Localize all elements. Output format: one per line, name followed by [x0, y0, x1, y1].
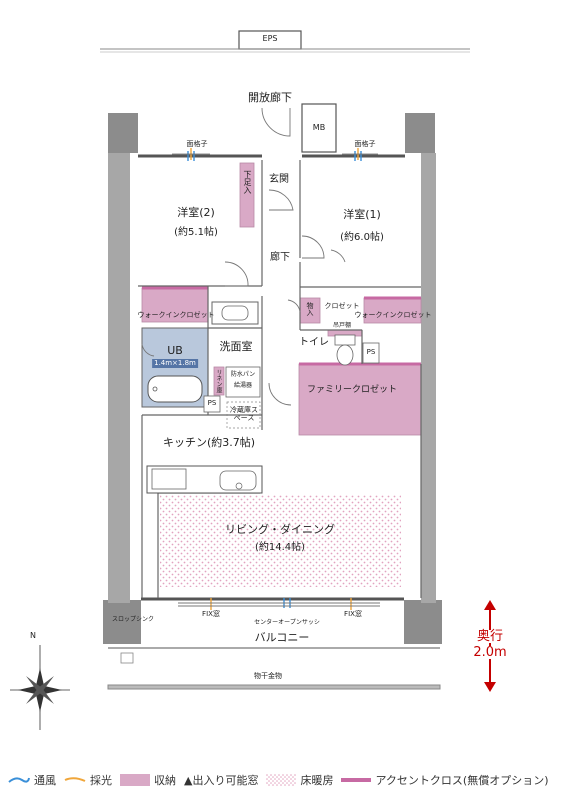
linen-label: リネン庫 [215, 369, 222, 393]
slop-sink [120, 652, 134, 664]
depth-value: 2.0m [467, 646, 513, 659]
storage-areas [141, 162, 422, 436]
balcony-depth-indicator: 奥行 2.0m [467, 600, 513, 692]
compass-icon [10, 645, 70, 730]
hanger-label: 吊戸棚 [332, 322, 352, 329]
drying-hardware-label: 物干金物 [254, 672, 282, 680]
toilet-fixture [334, 334, 356, 366]
family-closet-label: ファミリークロゼット [306, 385, 398, 395]
washroom-vanity [211, 301, 259, 325]
living-size-label: (約14.4帖) [254, 542, 306, 553]
legend-storage: 収納 [120, 772, 176, 788]
structural-columns [103, 113, 442, 644]
floor-plan [10, 30, 470, 730]
grille-right-label: 面格子 [354, 140, 376, 148]
compass-north-label: N [30, 631, 36, 640]
legend-daylight: 採光 [64, 772, 112, 788]
daylight-icon [64, 777, 86, 782]
mb-label: MB [312, 123, 326, 132]
entrance-label: 玄関 [269, 174, 289, 185]
ub-label: UB [167, 344, 183, 357]
legend-accent-cloth-label: アクセントクロス(無償オプション) [375, 774, 549, 787]
slop-sink-label: スロップシンク [111, 616, 155, 623]
legend-ventilation: 通風 [8, 772, 56, 788]
shoe-closet-label: 下足入 [243, 170, 252, 194]
storage-label: 物入 [306, 302, 314, 316]
eps-box [100, 30, 470, 53]
legend-access-window: ▲出入り可能窓 [184, 772, 258, 788]
center-sash-label: センターオープンサッシ [254, 619, 320, 626]
legend-accent-cloth: アクセントクロス(無償オプション) [341, 772, 549, 788]
legend-storage-label: 収納 [154, 774, 176, 787]
fix-window-left-label: FIX窓 [202, 610, 220, 618]
wic-right-label: ウォークインクロゼット [354, 311, 432, 319]
floor-heating-swatch-icon [266, 774, 297, 786]
western-room-2-name: 洋室(2) [177, 206, 215, 219]
legend-ventilation-label: 通風 [34, 774, 56, 787]
legend-floor-heating-label: 床暖房 [300, 774, 334, 787]
depth-label: 奥行 [467, 630, 513, 643]
western-room-1-size: (約6.0帖) [340, 232, 384, 243]
doors [141, 107, 346, 406]
corridor-label: 開放廊下 [248, 91, 292, 104]
fridge-label: 冷蔵庫スペース [230, 406, 258, 423]
storage-swatch-icon [120, 774, 150, 786]
toilet-label: トイレ [299, 337, 329, 348]
ventilation-icon [8, 777, 30, 783]
hallway-label: 廊下 [270, 252, 290, 263]
mb-box [301, 103, 337, 153]
grille-left-label: 面格子 [186, 140, 208, 148]
floor-heating-area [160, 495, 401, 587]
closet-label: クロゼット [324, 302, 360, 310]
water-heater-label: 給湯器 [233, 382, 253, 389]
fridge-space [226, 401, 261, 429]
western-room-1-name: 洋室(1) [343, 208, 381, 221]
side-walls [108, 153, 436, 603]
legend-daylight-label: 採光 [90, 774, 112, 787]
outer-walls [138, 154, 405, 601]
washpan-box [225, 366, 261, 398]
legend: 通風 採光 収納 ▲出入り可能窓 床暖房 アクセントクロス(無償オプション) [8, 770, 557, 790]
fix-window-right-label: FIX窓 [344, 610, 362, 618]
washpan-label: 防水パン [230, 371, 256, 378]
living-label: リビング・ダイニング [225, 523, 335, 536]
ps-label-1: PS [366, 348, 376, 356]
legend-access-window-label: ▲出入り可能窓 [184, 774, 259, 787]
kitchen-counter [146, 465, 263, 494]
accent-cloth-lines [142, 286, 421, 366]
eps-label: EPS [262, 34, 278, 43]
legend-floor-heating: 床暖房 [266, 772, 333, 788]
accent-cloth-swatch-icon [341, 778, 372, 782]
balcony-label: バルコニー [254, 631, 310, 644]
ps-label-2: PS [207, 399, 217, 407]
western-room-2-size: (約5.1帖) [174, 227, 218, 238]
ps-boxes [203, 342, 380, 413]
washroom-label: 洗面室 [219, 340, 253, 353]
kitchen-label: キッチン(約3.7帖) [162, 436, 256, 449]
balcony-frame [107, 602, 441, 690]
wic-left-label: ウォークインクロゼット [137, 311, 215, 319]
ub-size-label: 1.4m×1.8m [152, 359, 198, 368]
